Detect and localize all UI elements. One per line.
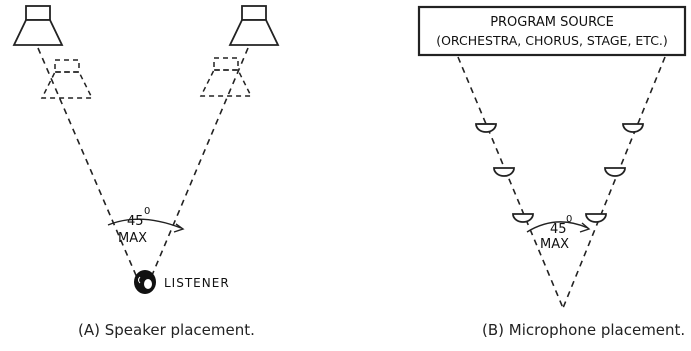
panel-a: 45 0 MAX LISTENER [12,5,280,294]
microphone-icon [604,167,626,177]
mic-angle-arrow-icon [579,222,591,233]
angle-arrow-icon [173,223,185,233]
microphone-icon [585,213,607,223]
panel-b: PROGRAM SOURCE (ORCHESTRA, CHORUS, STAGE… [417,5,687,309]
left-sight-line [37,47,139,281]
mic-angle-arc [526,221,589,233]
microphone-icon [493,167,515,177]
angle-arc [107,218,182,229]
left-speaker-alt-position-icon [40,59,94,99]
angle-degree-a: 0 [144,206,150,217]
program-source-subtitle: (ORCHESTRA, CHORUS, STAGE, ETC.) [436,33,668,48]
microphone-icon [475,123,497,133]
program-source-title: PROGRAM SOURCE [490,15,614,30]
right-sight-line [149,47,249,281]
microphone-icon [622,123,644,133]
right-speaker-alt-position-icon [199,57,253,97]
angle-max-b: MAX [540,237,569,252]
program-source-box [417,5,687,57]
right-speaker-icon [228,5,280,46]
microphone-icon [512,213,534,223]
left-pickup-line [457,56,564,309]
listener-head-icon [134,270,156,294]
angle-degree-b: 0 [566,214,572,225]
left-speaker-icon [12,5,64,46]
caption-speaker-placement: (A) Speaker placement. [78,321,255,339]
angle-value-a: 45 [127,214,144,229]
listener-label: LISTENER [164,276,230,290]
angle-value-b: 45 [550,222,567,237]
angle-max-a: MAX [118,231,147,246]
right-pickup-line [562,56,666,309]
caption-microphone-placement: (B) Microphone placement. [482,321,686,339]
